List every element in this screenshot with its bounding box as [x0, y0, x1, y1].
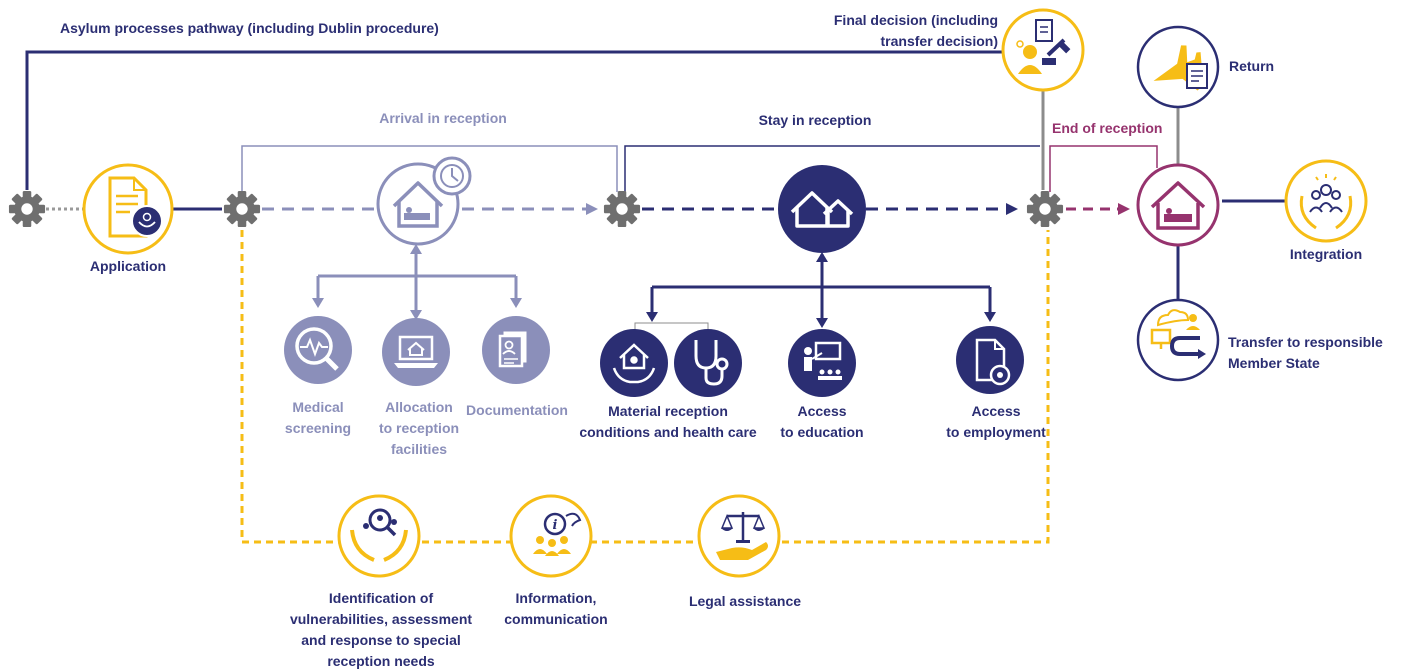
transfer-icon	[1150, 309, 1206, 359]
integration-label: Integration	[1289, 246, 1363, 262]
hands-people-icon	[1299, 174, 1353, 230]
return-node	[1136, 25, 1220, 109]
arrow-head	[1118, 203, 1130, 215]
svg-text:i: i	[553, 518, 558, 533]
pathway-title: Asylum processes pathway (including Dubl…	[60, 20, 439, 36]
hands-magnifier-people-icon	[350, 508, 408, 562]
arrival-label: Arrival in reception	[379, 110, 507, 126]
people-speech-icon: i	[533, 512, 582, 556]
document-icon	[108, 176, 163, 238]
hands-house-icon	[612, 343, 656, 384]
vulnerabilities-node	[337, 494, 421, 578]
application-label: Application	[89, 258, 167, 274]
arrival-bracket	[241, 145, 618, 192]
return-label: Return	[1229, 58, 1275, 74]
stethoscope-icon	[694, 340, 729, 386]
medical-node	[284, 316, 352, 384]
end-node	[1136, 163, 1220, 247]
hand-scales-icon	[716, 512, 768, 560]
airplane-document-icon	[1153, 45, 1209, 91]
support-loop	[240, 230, 1050, 544]
arrival-node	[376, 156, 472, 246]
material-health-bracket	[634, 322, 709, 332]
teacher-board-icon	[804, 341, 842, 380]
arrival-branches	[316, 248, 518, 312]
house-bed-clock-icon	[392, 156, 472, 228]
connector-lines	[25, 50, 1285, 544]
transfer-label: Transfer to responsible Member State	[1228, 334, 1383, 371]
arrival-arrow-heads	[312, 244, 522, 320]
documentation-label: Documentation	[466, 402, 568, 418]
employment-node	[956, 326, 1024, 394]
arrow-head	[1006, 203, 1018, 215]
information-label: Information, communication	[504, 590, 608, 627]
integration-node	[1284, 159, 1368, 243]
stay-node	[778, 165, 866, 253]
houses-icon	[790, 191, 854, 228]
vulnerabilities-label: Identification of vulnerabilities, asses…	[289, 590, 473, 669]
legal-node	[697, 494, 781, 578]
end-bracket	[1049, 145, 1158, 192]
employment-label: Access to employment	[946, 403, 1046, 440]
gear-icon	[603, 190, 641, 228]
gear-icon	[223, 190, 261, 228]
stay-label: Stay in reception	[758, 112, 872, 128]
document-gear-icon	[975, 338, 1011, 386]
laptop-house-icon	[394, 335, 438, 368]
magnifier-heartbeat-icon	[295, 327, 339, 371]
legal-label: Legal assistance	[688, 593, 802, 609]
stay-branches	[650, 254, 992, 320]
material-label: Material reception conditions and health…	[579, 403, 757, 440]
allocation-label: Allocation to reception facilities	[378, 399, 460, 457]
judge-gavel-icon	[1016, 19, 1071, 74]
id-document-icon	[498, 331, 527, 368]
application-node	[82, 163, 174, 255]
medical-label: Medical screening	[284, 399, 352, 436]
house-bed-icon	[1150, 181, 1206, 230]
end-label: End of reception	[1052, 120, 1163, 136]
information-node: i	[509, 494, 593, 578]
final-decision-node	[1001, 8, 1085, 92]
asylum-pathway-line	[25, 50, 1003, 190]
material-node	[600, 329, 668, 397]
education-node	[788, 329, 856, 397]
arrow-head	[586, 203, 598, 215]
gear-icon	[1026, 190, 1064, 228]
allocation-node	[382, 318, 450, 386]
transfer-node	[1136, 298, 1220, 382]
final-decision-label: Final decision (including transfer decis…	[833, 12, 998, 49]
education-label: Access to education	[780, 403, 864, 440]
gear-icon	[8, 190, 46, 228]
stay-arrow-heads	[646, 252, 996, 328]
stay-bracket	[624, 145, 1040, 192]
documentation-node	[482, 316, 550, 384]
health-node	[674, 329, 742, 397]
